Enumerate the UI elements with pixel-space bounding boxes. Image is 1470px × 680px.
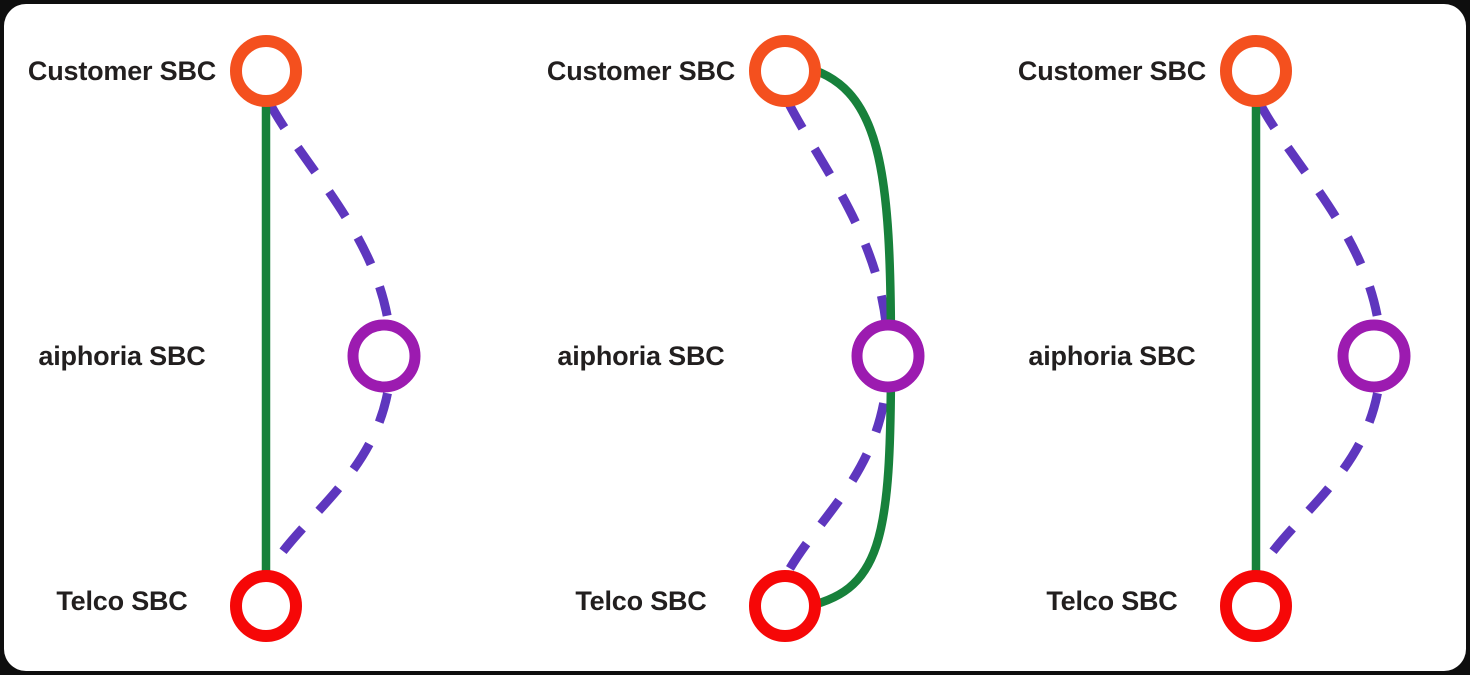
panel-1-aiphoria-sbc-node xyxy=(347,319,421,393)
panel-2 xyxy=(749,35,925,642)
panel-3-telco-sbc-label: Telco SBC xyxy=(1046,586,1178,616)
panel-3 xyxy=(1220,35,1411,642)
panel-3-aiphoria-sbc-label: aiphoria SBC xyxy=(1028,341,1196,371)
panel-3-aiphoria-sbc-node xyxy=(1337,319,1411,393)
panel-2-customer-sbc-node xyxy=(749,35,821,107)
panel-1 xyxy=(230,35,421,642)
panel-3-customer-sbc-node xyxy=(1220,35,1292,107)
panel-3-customer-sbc-label: Customer SBC xyxy=(1017,56,1207,86)
panel-2-aiphoria-sbc-node xyxy=(851,319,925,393)
panel-1-customer-sbc-node xyxy=(230,35,302,107)
panel-3-telco-sbc-node xyxy=(1220,570,1292,642)
panel-1-aiphoria-sbc-label: aiphoria SBC xyxy=(38,341,206,371)
panel-1-telco-sbc-node xyxy=(230,570,302,642)
panel-2-telco-sbc-node xyxy=(749,570,821,642)
panel-2-customer-sbc-label: Customer SBC xyxy=(546,56,736,86)
panel-1-telco-sbc-label: Telco SBC xyxy=(56,586,188,616)
panel-1-customer-sbc-label: Customer SBC xyxy=(27,56,217,86)
diagram-card xyxy=(4,4,1466,671)
panel-2-aiphoria-sbc-label: aiphoria SBC xyxy=(557,341,725,371)
panel-2-telco-sbc-label: Telco SBC xyxy=(575,586,707,616)
